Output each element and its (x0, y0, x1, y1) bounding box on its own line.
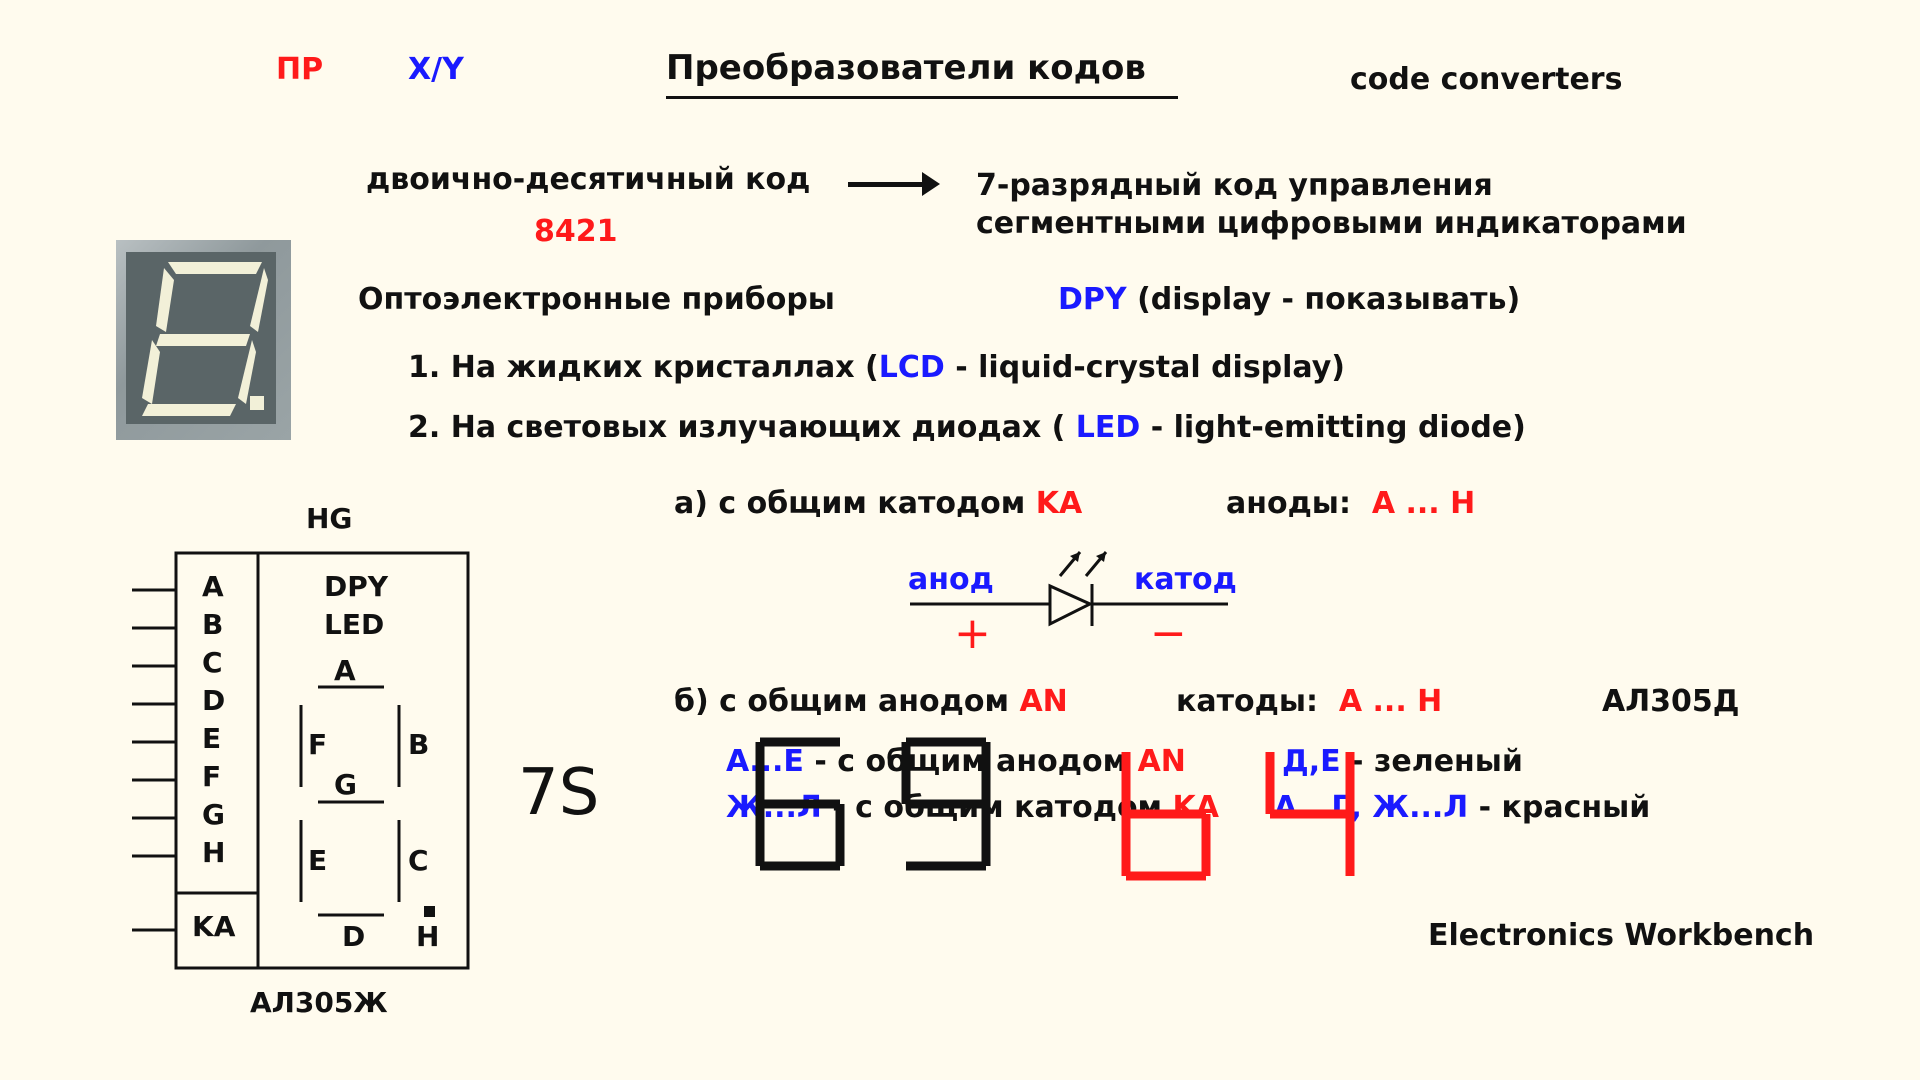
cathodes-line: катоды: A ... H (1176, 684, 1442, 719)
seven-bit-code-line2: сегментными цифровыми индикаторами (976, 206, 1687, 241)
pin-g: G (202, 798, 225, 831)
seven-segment-digits (755, 737, 1355, 881)
lcd-item-prefix: 1. На жидких кристаллах ( (408, 350, 879, 385)
segment-label-a: A (334, 654, 356, 687)
led-abbr: LED (1075, 410, 1141, 445)
segment-label-g: G (334, 768, 357, 801)
pin-h: H (202, 836, 225, 869)
cathode-label: катод (1134, 562, 1237, 597)
variant-row1: А...Е - с общим анодом AN (726, 744, 1186, 779)
variant-row2-text: - с общим катодом (821, 790, 1173, 825)
green-text: - зеленый (1340, 744, 1523, 779)
pin-c: C (202, 646, 223, 679)
variant-row1-text: - с общим анодом (803, 744, 1138, 779)
plus-sign: + (954, 608, 991, 659)
pr-label: ПР (276, 52, 324, 87)
segment-label-b: B (408, 728, 429, 761)
photo-digit-8-icon (142, 262, 268, 416)
english-title: code converters (1350, 62, 1623, 97)
anodes-line: аноды: A ... H (1226, 486, 1475, 521)
pin-f: F (202, 760, 221, 793)
red-range: А...Г, Ж...Л (1274, 790, 1469, 825)
hg-ref: HG (306, 502, 352, 535)
part-al305d: АЛ305Д (1602, 684, 1740, 719)
led-item-prefix: 2. На световых излучающих диодах ( (408, 410, 1076, 445)
common-cathode-line: а) с общим катодом KA (674, 486, 1082, 521)
seven-bit-code-line1: 7-разрядный код управления (976, 168, 1493, 203)
red-text: - красный (1468, 790, 1651, 825)
common-cathode-code: KA (1035, 486, 1083, 521)
dpy-note: (display - показывать) (1137, 282, 1521, 317)
minus-sign: − (1150, 608, 1187, 659)
segment-label-h: H (416, 920, 439, 953)
pin-a: A (202, 570, 224, 603)
common-anode-line: б) с общим анодом AN (674, 684, 1068, 719)
lcd-item-suffix: - liquid-crystal display) (944, 350, 1346, 385)
page-title: Преобразователи кодов (666, 48, 1146, 88)
func-dpy: DPY (324, 570, 389, 603)
dpy-line: DPY (display - показывать) (1058, 282, 1520, 317)
label-7s: 7S (518, 756, 600, 830)
hg-symbol (132, 551, 470, 970)
func-led: LED (324, 608, 384, 641)
dpy-abbr: DPY (1058, 282, 1127, 317)
led-diode-icon (910, 551, 1228, 627)
pin-d: D (202, 684, 225, 717)
pin-e: E (202, 722, 221, 755)
segment-label-c: C (408, 844, 429, 877)
cathodes-label: катоды: (1176, 684, 1318, 719)
light-arrows-icon (1070, 552, 1106, 562)
lcd-abbr: LCD (878, 350, 945, 385)
led-item: 2. На световых излучающих диодах ( LED -… (408, 410, 1526, 445)
arrow-right-icon (922, 172, 940, 196)
cathodes-range: A ... H (1338, 684, 1443, 719)
bcd-weights: 8421 (534, 214, 618, 249)
anode-label: анод (908, 562, 994, 597)
common-cathode-prefix: а) с общим катодом (674, 486, 1026, 521)
software-label: Electronics Workbench (1428, 918, 1815, 953)
lcd-item: 1. На жидких кристаллах (LCD - liquid-cr… (408, 350, 1345, 385)
common-anode-prefix: б) с общим анодом (674, 684, 1009, 719)
variant-row1-code: AN (1137, 744, 1186, 779)
variant-row2-code: KA (1172, 790, 1219, 825)
anodes-range: A ... H (1371, 486, 1476, 521)
pin-b: B (202, 608, 223, 641)
segment-h-dot (424, 906, 435, 917)
part-al305zh: АЛ305Ж (250, 986, 388, 1019)
segment-label-f: F (308, 728, 327, 761)
green-range: Д,Е (1282, 744, 1341, 779)
xy-label: X/Y (408, 52, 464, 87)
arrow-line (848, 182, 928, 187)
title-underline (666, 96, 1178, 99)
pin-ka: KA (192, 910, 236, 943)
optoelectronics-heading: Оптоэлектронные приборы (358, 282, 835, 317)
segment-label-d: D (342, 920, 365, 953)
bcd-code-label: двоично-десятичный код (366, 162, 811, 197)
led-item-suffix: - light-emitting diode) (1140, 410, 1526, 445)
red-note: А...Г, Ж...Л - красный (1274, 790, 1650, 825)
green-note: Д,Е - зеленый (1282, 744, 1523, 779)
anodes-label: аноды: (1226, 486, 1351, 521)
common-anode-code: AN (1019, 684, 1068, 719)
variant-row1-range: А...Е (726, 744, 804, 779)
segment-label-e: E (308, 844, 327, 877)
